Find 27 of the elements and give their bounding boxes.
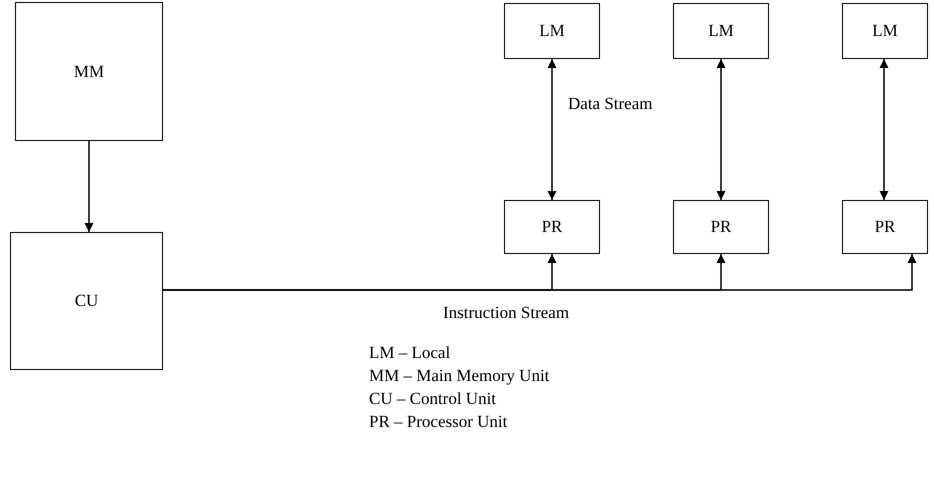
unit-label: PR [710, 216, 732, 238]
abbreviation-note: MM – Main Memory Unit [369, 366, 550, 386]
arrow [880, 59, 888, 200]
unit-box [842, 3, 928, 59]
unit-box [15, 2, 163, 141]
unit-label: LM [872, 20, 898, 42]
unit-box [673, 3, 769, 59]
stream-label: Data Stream [568, 94, 652, 114]
arrow [163, 254, 916, 291]
unit-label: CU [74, 290, 98, 312]
unit-label: MM [74, 60, 104, 83]
unit-label: LM [539, 20, 565, 42]
unit-box [673, 200, 769, 254]
unit-label: LM [708, 20, 734, 42]
abbreviation-note: PR – Processor Unit [369, 412, 508, 432]
arrow [716, 59, 726, 200]
unit-label: PR [874, 216, 896, 238]
arrow [84, 141, 94, 232]
unit-box [10, 232, 163, 370]
unit-box [842, 200, 928, 254]
abbreviation-note: CU – Control Unit [369, 389, 496, 409]
unit-box [504, 3, 600, 59]
stream-label: Instruction Stream [443, 303, 570, 323]
arrow [548, 59, 556, 200]
unit-label: PR [542, 216, 562, 238]
unit-box [504, 200, 600, 254]
abbreviation-note: LM – Local [369, 343, 450, 363]
